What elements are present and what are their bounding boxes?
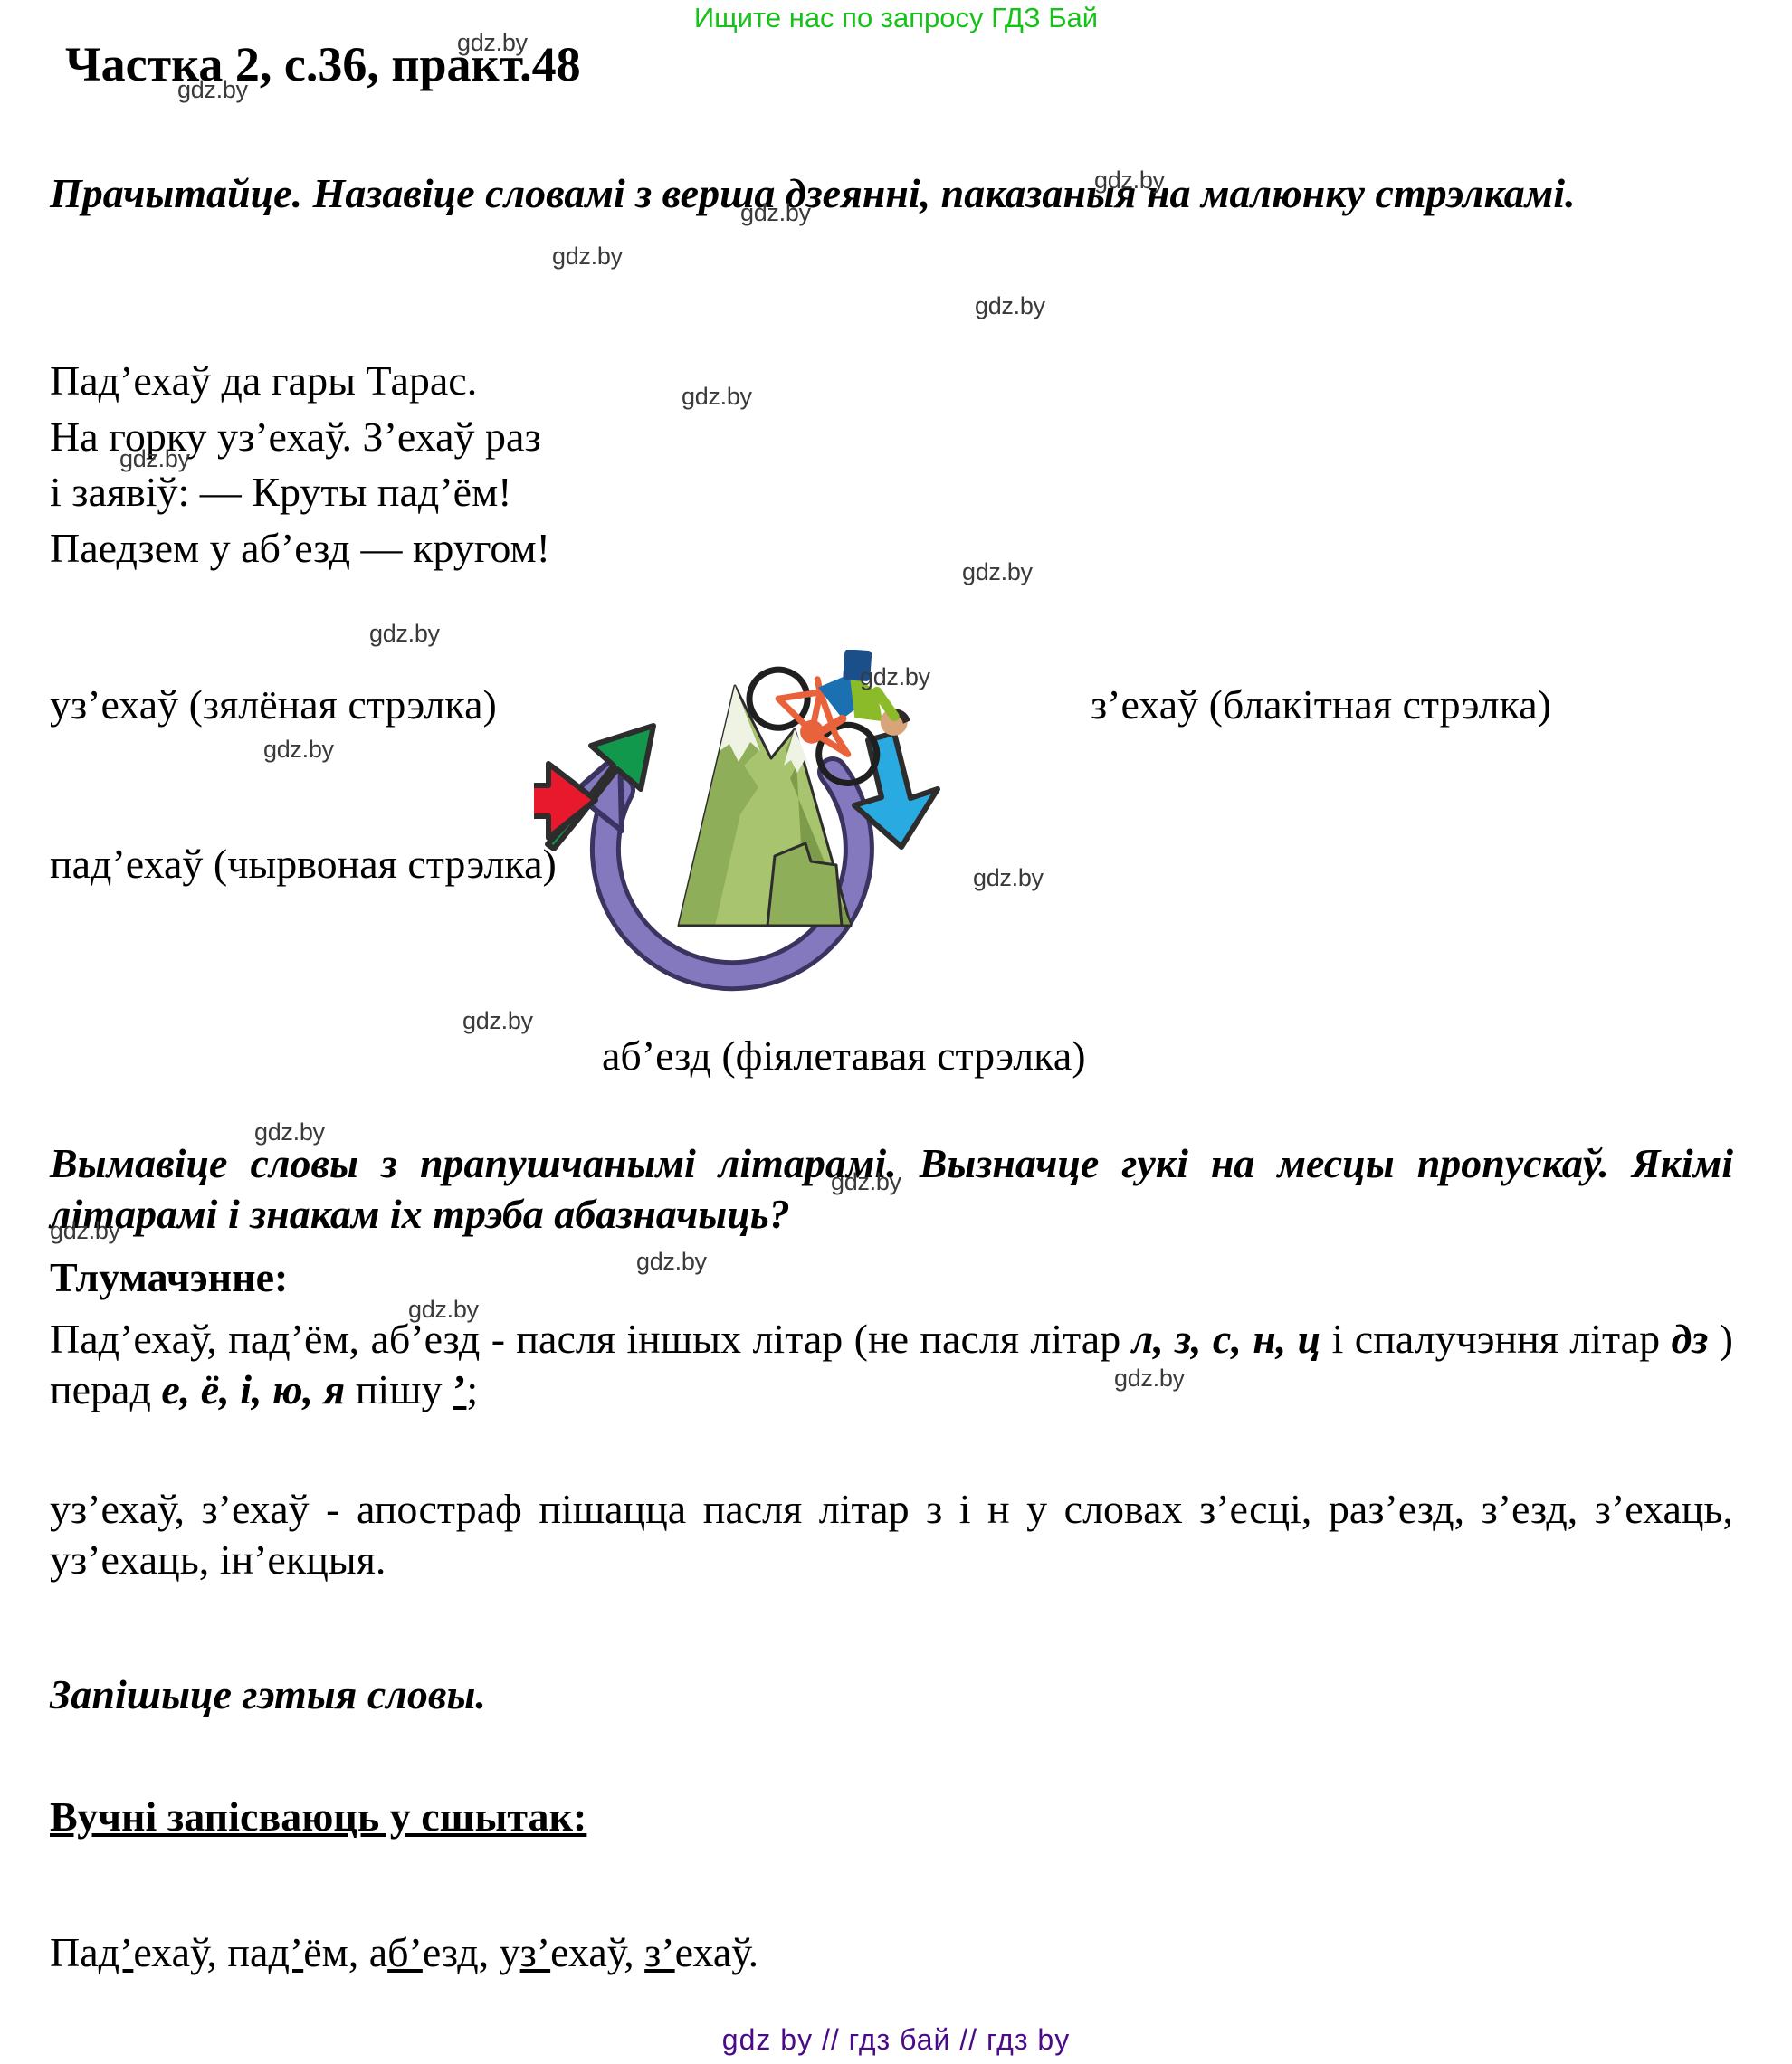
cyclist-figure (746, 650, 910, 786)
instruction-write-down: Запішыце гэтыя словы. (50, 1671, 486, 1717)
rule-one-letters-c: е, ё, і, ю, я (161, 1366, 346, 1413)
site-footer: gdz by // гдз бай // гдз by (721, 2023, 1071, 2056)
promo-banner: Ищите нас по запросу ГДЗ Бай (693, 2, 1099, 33)
rule-one-letters-b: дз (1671, 1316, 1709, 1362)
instruction-read-aloud: Прачытайце. Назавіце словамі з верша дзе… (50, 170, 1576, 216)
poem-line: Пад’ехаў да гары Тарас. (50, 357, 478, 404)
explanation-heading: Тлумачэнне: (50, 1254, 289, 1300)
watermark: gdz.by (636, 1248, 707, 1275)
rule-two-words: уз’ехаў, з’ехаў (50, 1486, 310, 1532)
red-right-arrow (534, 761, 598, 841)
rule-one-text-c: ) перад (50, 1316, 1733, 1413)
answer-line: Пад’ехаў, пад’ём, аб’езд, уз’ехаў, з’еха… (50, 1927, 758, 1978)
watermark: gdz.by (962, 558, 1033, 585)
answer-heading: Вучні запісваюць у сшытак: (50, 1793, 587, 1840)
mountain-shape (677, 684, 853, 927)
answer-word: з’ехаў. (644, 1929, 759, 1975)
label-red-arrow: пад’ехаў (чырвоная стрэлка) (50, 841, 557, 887)
rule-one-words: Пад’ехаў, пад’ём, аб’езд (50, 1316, 481, 1362)
page-title: Частка 2, с.36, практ.48 (65, 37, 581, 91)
rule-one-text-a: - пасля іншых літар (не пасля літар (480, 1316, 1132, 1362)
watermark: gdz.by (369, 620, 440, 647)
mountain-cyclist-illustration (534, 650, 959, 1039)
instruction-pronounce: Вымавіце словы з прапушчанымі літарамі. … (50, 1140, 1733, 1238)
poem-line: На горку уз’ехаў. З’ехаў раз (50, 413, 541, 460)
rule-one-text-d: пішу (345, 1366, 453, 1413)
apostrophe-symbol: ’ (453, 1366, 467, 1413)
poem-line: Паедзем у аб’езд — кругом! (50, 524, 550, 571)
rule-one: Пад’ехаў, пад’ём, аб’езд - пасля іншых л… (50, 1314, 1733, 1415)
label-blue-arrow: з’ехаў (блакітная стрэлка) (1091, 681, 1551, 728)
rule-two: уз’ехаў, з’ехаў - апостраф пішацца пасля… (50, 1484, 1733, 1585)
watermark: gdz.by (462, 1007, 533, 1034)
watermark: gdz.by (552, 243, 623, 270)
watermark: gdz.by (263, 736, 334, 763)
watermark: gdz.by (973, 864, 1044, 891)
rule-two-text: - апостраф пішацца пасля літар з і н у с… (50, 1486, 1733, 1584)
poem-block: Пад’ехаў да гары Тарас. На горку уз’ехаў… (50, 353, 864, 576)
rule-one-text-e: ; (466, 1366, 479, 1413)
label-purple-arrow: аб’езд (фіялетавая стрэлка) (602, 1032, 1086, 1079)
poem-line: і заявіў: — Круты пад’ём! (50, 469, 512, 516)
answer-word: пад’ём, (227, 1929, 369, 1975)
label-green-arrow: уз’ехаў (зялёная стрэлка) (50, 681, 497, 728)
rule-one-text-b: і спалучэння літар (1320, 1316, 1672, 1362)
answer-word: аб’езд, (368, 1929, 500, 1975)
answer-word: уз’ехаў, (499, 1929, 645, 1975)
watermark: gdz.by (975, 292, 1045, 319)
rule-one-letters-a: л, з, с, н, ц (1131, 1316, 1321, 1362)
answer-word: Пад’ехаў, (50, 1929, 228, 1975)
